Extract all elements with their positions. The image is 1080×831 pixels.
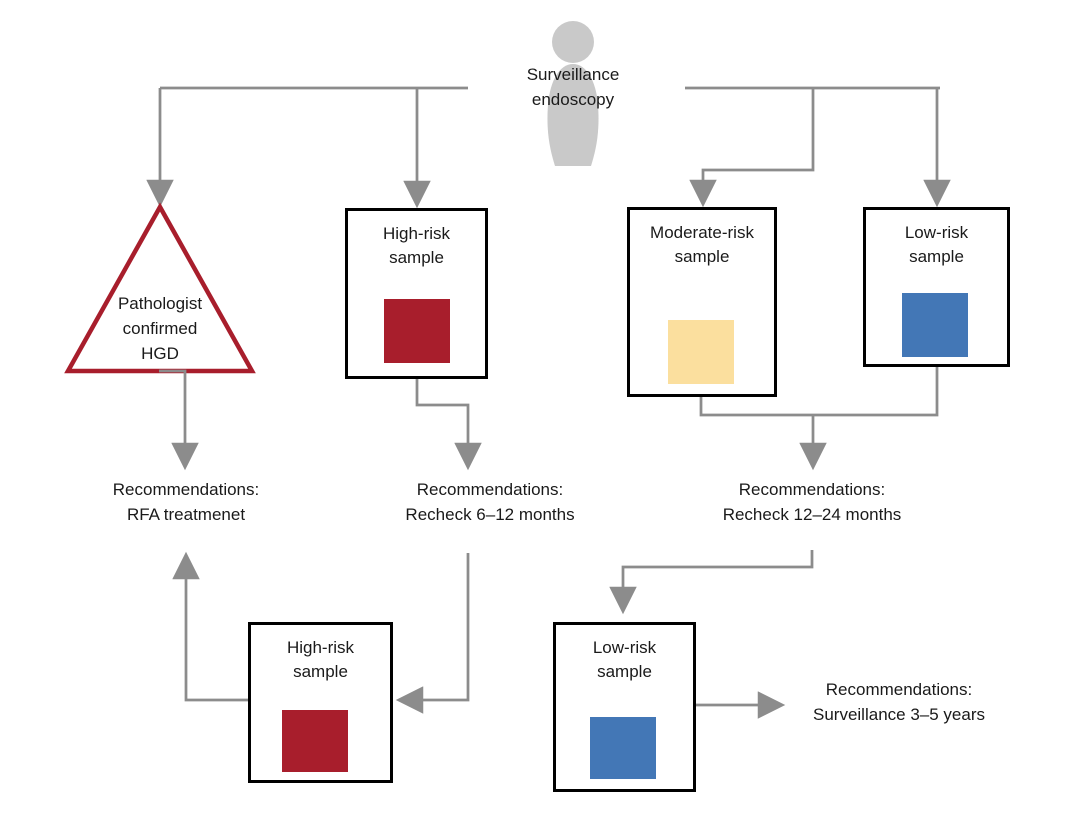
- connector-merge-moderate-low: [699, 367, 939, 417]
- node-label: High-risk sample: [286, 638, 355, 681]
- surveillance-endoscopy-label: Surveillance endoscopy: [526, 65, 620, 109]
- moderate-risk-swatch: [668, 320, 734, 384]
- node-label: Moderate-risk sample: [650, 223, 754, 266]
- node-label: High-risk sample: [382, 224, 451, 267]
- recommendation-rfa: Recommendations: RFA treatmenet: [112, 480, 260, 524]
- high-risk-swatch: [282, 710, 348, 772]
- connector-triangle-to-rfa: [159, 369, 199, 471]
- node-moderate-risk-sample: Moderate-risk sample: [627, 207, 777, 397]
- connector-recheck12-to-low-bottom: [609, 550, 814, 615]
- connector-high-top-to-recheck6: [415, 379, 482, 471]
- connector-to-moderate-risk: [689, 88, 815, 208]
- node-label: Low-risk sample: [592, 638, 657, 681]
- node-label: Low-risk sample: [904, 223, 969, 266]
- hgd-triangle-label: Pathologist confirmed HGD: [117, 294, 203, 363]
- recommendation-recheck-6-12: Recommendations: Recheck 6–12 months: [405, 480, 575, 524]
- low-risk-swatch: [590, 717, 656, 779]
- high-risk-swatch: [384, 299, 450, 363]
- node-low-risk-sample-bottom: Low-risk sample: [553, 622, 696, 792]
- node-high-risk-sample-top: High-risk sample: [345, 208, 488, 379]
- connector-recheck6-to-high-bottom: [395, 553, 470, 714]
- person-icon: [547, 21, 599, 166]
- recommendation-surveillance-3-5: Recommendations: Surveillance 3–5 years: [813, 680, 985, 724]
- node-low-risk-sample-top: Low-risk sample: [863, 207, 1010, 367]
- recommendation-recheck-12-24: Recommendations: Recheck 12–24 months: [722, 480, 902, 524]
- connector-high-bottom-to-rfa: [172, 551, 248, 702]
- node-high-risk-sample-bottom: High-risk sample: [248, 622, 393, 783]
- low-risk-swatch: [902, 293, 968, 357]
